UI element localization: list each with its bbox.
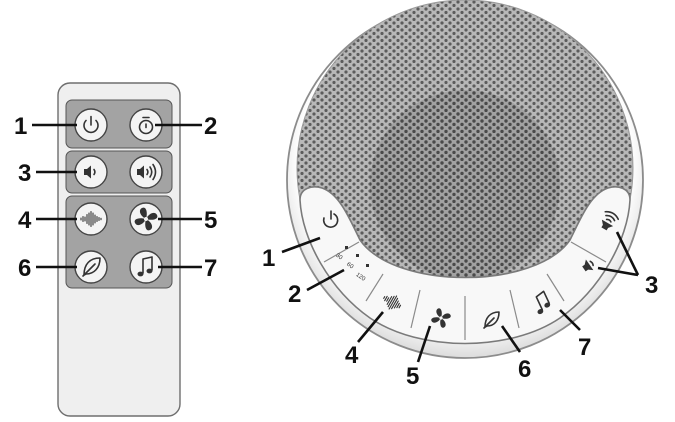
device-callout-2: 2 bbox=[288, 281, 301, 308]
device-leader-3a bbox=[615, 231, 640, 276]
device-callout-1: 1 bbox=[262, 245, 275, 272]
volume-down-icon bbox=[84, 165, 96, 179]
device-nature-button[interactable] bbox=[483, 311, 500, 329]
button-dividers bbox=[323, 241, 607, 340]
device-callout-3: 3 bbox=[645, 272, 658, 299]
sound-machine: 30 60 120 bbox=[262, 0, 658, 390]
remote-callout-1: 1 bbox=[14, 113, 27, 140]
timer-led-120 bbox=[366, 264, 369, 267]
volume-down-icon bbox=[582, 259, 594, 272]
power-icon bbox=[322, 210, 339, 228]
device-timer-button[interactable]: 30 60 120 bbox=[334, 246, 369, 283]
device-leader-7 bbox=[559, 309, 581, 331]
device-leader-2 bbox=[306, 268, 345, 292]
remote-white-noise-button[interactable] bbox=[74, 202, 108, 236]
remote-callout-6: 6 bbox=[18, 255, 31, 282]
device-leader-5 bbox=[416, 325, 432, 363]
device-leader-1 bbox=[281, 236, 321, 254]
remote-fan-button[interactable] bbox=[129, 202, 163, 236]
volume-up-icon bbox=[601, 210, 620, 231]
music-note-icon bbox=[137, 256, 153, 277]
leaf-icon bbox=[82, 257, 101, 277]
white-noise-icon bbox=[80, 210, 102, 228]
fan-icon bbox=[431, 308, 451, 328]
remote-volume-down-button[interactable] bbox=[74, 155, 108, 189]
remote-callout-4: 4 bbox=[18, 207, 32, 234]
remote-timer-button[interactable] bbox=[129, 108, 163, 142]
music-note-icon bbox=[535, 290, 551, 315]
device-music-button[interactable] bbox=[530, 290, 552, 315]
fan-icon bbox=[134, 207, 158, 231]
volume-up-icon bbox=[137, 163, 157, 181]
remote-callout-7: 7 bbox=[204, 255, 217, 282]
device-callout-5: 5 bbox=[406, 363, 419, 390]
timer-label-60: 60 bbox=[345, 262, 354, 271]
remote-music-button[interactable] bbox=[129, 250, 163, 284]
timer-label-30: 30 bbox=[334, 253, 343, 262]
remote-callout-5: 5 bbox=[204, 207, 217, 234]
timer-led-60 bbox=[356, 254, 359, 257]
device-white-noise-button[interactable] bbox=[380, 291, 403, 313]
leaf-icon bbox=[483, 311, 500, 329]
device-leader-4 bbox=[357, 311, 384, 343]
speaker-grille-center bbox=[370, 90, 560, 280]
timer-led-30 bbox=[345, 246, 348, 249]
power-icon bbox=[83, 115, 99, 134]
device-power-button[interactable] bbox=[322, 210, 339, 228]
device-callout-4: 4 bbox=[345, 342, 359, 369]
remote-callout-2: 2 bbox=[204, 113, 217, 140]
remote-volume-up-button[interactable] bbox=[129, 155, 163, 189]
device-callout-7: 7 bbox=[578, 334, 591, 361]
white-noise-icon bbox=[383, 295, 402, 310]
timer-label-120: 120 bbox=[354, 272, 366, 283]
remote-nature-button[interactable] bbox=[74, 250, 108, 284]
remote-control: 1 2 3 4 5 6 7 bbox=[14, 82, 217, 417]
timer-icon bbox=[138, 116, 154, 135]
device-volume-down-button[interactable] bbox=[580, 258, 596, 275]
device-volume-up-button[interactable] bbox=[598, 210, 620, 233]
device-leader-3b bbox=[597, 266, 639, 277]
remote-power-button[interactable] bbox=[74, 108, 108, 142]
device-leader-6 bbox=[500, 325, 522, 353]
remote-callout-3: 3 bbox=[18, 160, 31, 187]
device-fan-button[interactable] bbox=[431, 308, 451, 328]
device-callout-6: 6 bbox=[518, 356, 531, 383]
